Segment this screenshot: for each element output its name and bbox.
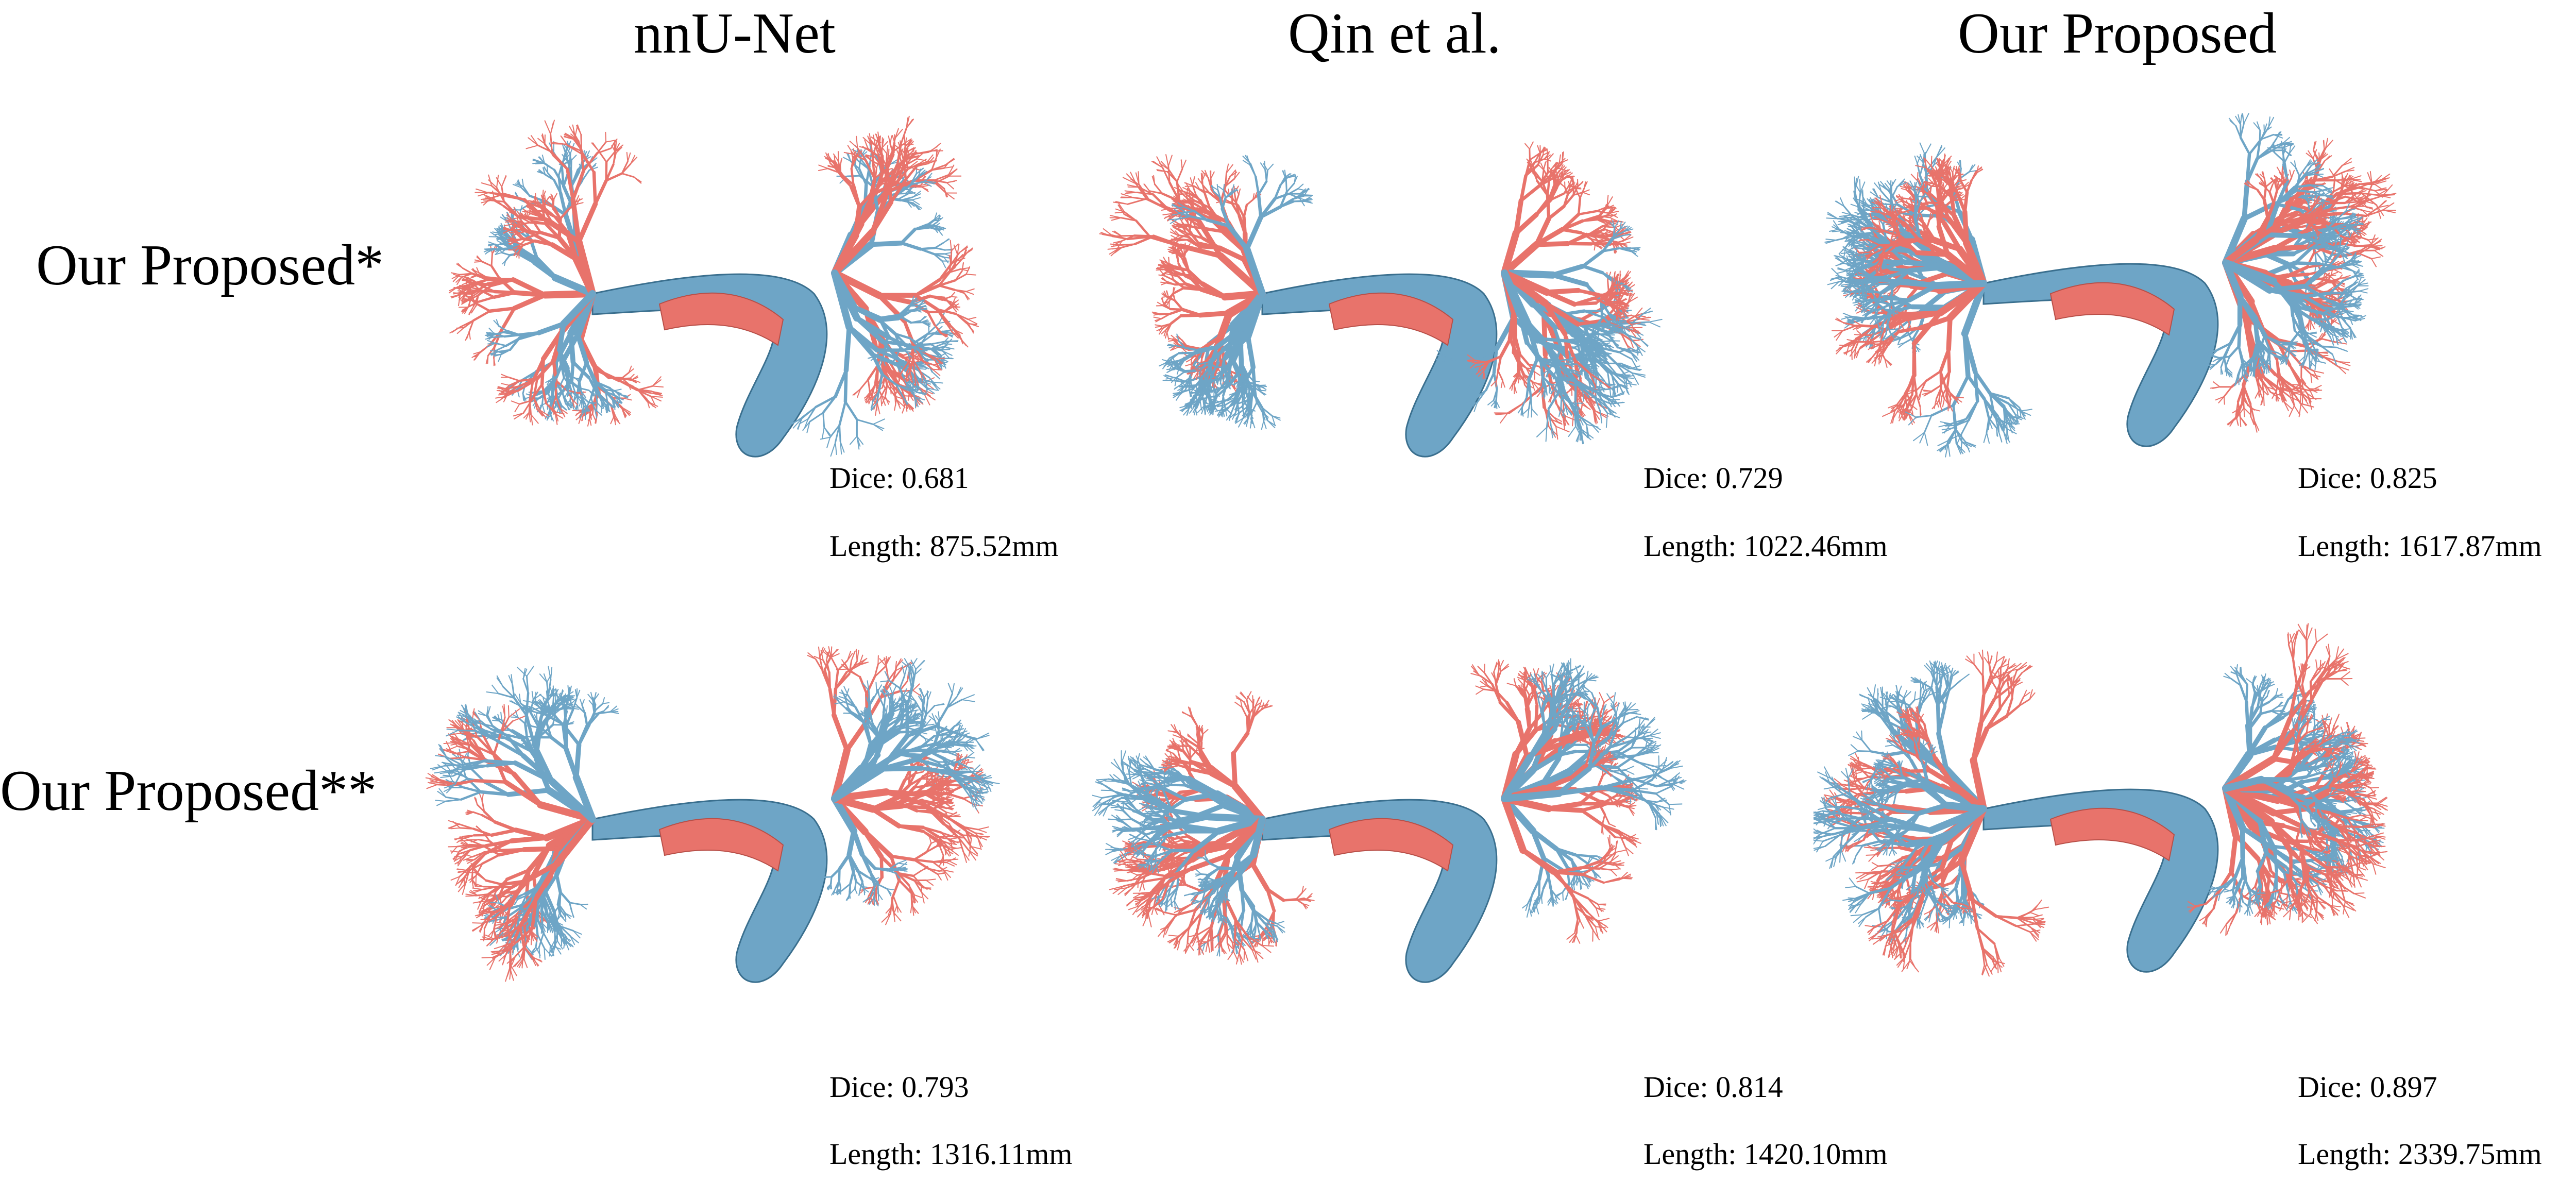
row-header-2: Our Proposed** bbox=[0, 759, 377, 823]
vessel-render-r2-c1 bbox=[422, 603, 1072, 1046]
row-header-1: Our Proposed* bbox=[36, 233, 384, 297]
vessel-render-r1-c3 bbox=[1814, 67, 2463, 510]
dice-r1-c1: Dice: 0.681 bbox=[829, 461, 969, 495]
column-header-nnunet: nnU-Net bbox=[634, 2, 836, 65]
dice-r2-c1: Dice: 0.793 bbox=[829, 1070, 969, 1104]
dice-r2-c2: Dice: 0.814 bbox=[1643, 1070, 1783, 1104]
vessel-render-r1-c1 bbox=[422, 77, 1072, 520]
vessel-render-r2-c2 bbox=[1092, 603, 1741, 1046]
vessel-render-r2-c3 bbox=[1814, 593, 2463, 1036]
dice-r1-c3: Dice: 0.825 bbox=[2298, 461, 2437, 495]
length-r2-c3: Length: 2339.75mm bbox=[2298, 1137, 2542, 1171]
column-header-qin: Qin et al. bbox=[1288, 2, 1501, 65]
length-r1-c3: Length: 1617.87mm bbox=[2298, 529, 2542, 563]
length-r1-c1: Length: 875.52mm bbox=[829, 529, 1059, 563]
dice-r1-c2: Dice: 0.729 bbox=[1643, 461, 1783, 495]
length-r2-c2: Length: 1420.10mm bbox=[1643, 1137, 1888, 1171]
length-r2-c1: Length: 1316.11mm bbox=[829, 1137, 1073, 1171]
vessel-render-r1-c2 bbox=[1092, 77, 1741, 520]
dice-r2-c3: Dice: 0.897 bbox=[2298, 1070, 2437, 1104]
length-r1-c2: Length: 1022.46mm bbox=[1643, 529, 1888, 563]
column-header-proposed: Our Proposed bbox=[1958, 2, 2277, 65]
